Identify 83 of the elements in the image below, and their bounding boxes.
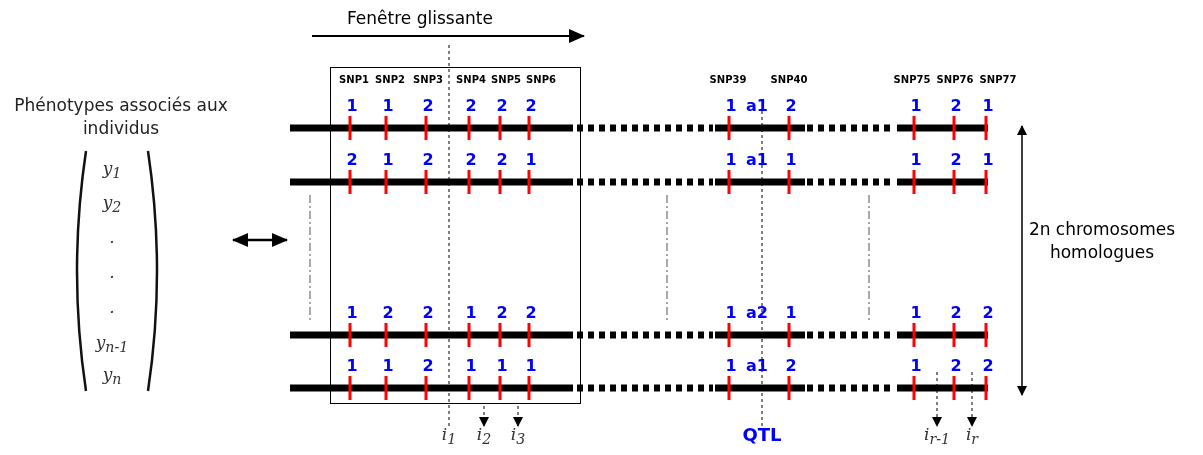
arrow: [932, 371, 942, 427]
allele-label: 1: [725, 303, 737, 322]
allele-label: 2: [382, 303, 394, 322]
allele-label: 1: [382, 356, 394, 375]
allele-label: 1: [496, 356, 508, 375]
allele-label: 1: [725, 150, 737, 169]
double-arrow: [232, 233, 288, 247]
allele-label: 1: [465, 303, 477, 322]
allele-label: 1: [910, 96, 922, 115]
vector-entry: y$_{n-1}$: [95, 332, 129, 356]
allele-label: 1: [910, 150, 922, 169]
allele-label: 1: [346, 303, 358, 322]
allele-label: 1: [725, 356, 737, 375]
allele-label: 2: [950, 150, 962, 169]
snp-label: SNP6: [526, 74, 556, 85]
snp-label: SNP4: [456, 74, 486, 85]
vector-entry: .: [109, 262, 115, 282]
index-label: i$_{r-1}$: [924, 424, 950, 448]
allele-label: 2: [950, 303, 962, 322]
span-label: 2n chromosomes homologues: [1027, 218, 1177, 264]
allele-label: 2: [785, 96, 797, 115]
arrow: [513, 405, 523, 427]
snp-label: SNP76: [936, 74, 974, 85]
qtl-allele-label: a2: [746, 303, 768, 322]
allele-label: 2: [465, 150, 477, 169]
allele-label: 1: [982, 96, 994, 115]
allele-label: 2: [982, 303, 994, 322]
allele-label: 1: [785, 150, 797, 169]
vector-entry: y$_{2}$: [102, 192, 122, 216]
index-label: i$_{3}$: [510, 424, 526, 448]
allele-label: 2: [982, 356, 994, 375]
allele-label: 2: [422, 356, 434, 375]
allele-label: 2: [422, 150, 434, 169]
allele-label: 2: [496, 150, 508, 169]
leader-line: [761, 110, 763, 427]
snp-label: SNP5: [491, 74, 521, 85]
snp-label: SNP1: [339, 74, 369, 85]
allele-label: 2: [785, 356, 797, 375]
vector-entry: y$_{n}$: [102, 364, 122, 388]
allele-label: 1: [382, 96, 394, 115]
leader-line: [448, 44, 450, 427]
allele-label: 2: [525, 303, 537, 322]
vector-entry: y$_{1}$: [102, 158, 122, 182]
allele-label: 2: [465, 96, 477, 115]
allele-label: 1: [346, 356, 358, 375]
allele-label: 2: [950, 96, 962, 115]
index-label: i$_{r}$: [965, 424, 979, 448]
vector-entry: .: [109, 227, 115, 247]
sliding-window-box: [330, 67, 581, 404]
snp-label: SNP3: [413, 74, 443, 85]
allele-label: 1: [525, 356, 537, 375]
index-label: i$_{1}$: [441, 424, 457, 448]
window-title: Fenêtre glissante: [347, 8, 493, 28]
arrow: [967, 371, 977, 427]
allele-label: 2: [346, 150, 358, 169]
snp-label: SNP77: [979, 74, 1017, 85]
index-label: i$_{2}$: [476, 424, 492, 448]
allele-label: 1: [525, 150, 537, 169]
arrow: [479, 405, 489, 427]
vector-heading: Phénotypes associés aux individus: [13, 94, 229, 140]
allele-label: 1: [725, 96, 737, 115]
vector-entry: .: [109, 297, 115, 317]
qtl-allele-label: a1: [746, 96, 768, 115]
allele-label: 1: [382, 150, 394, 169]
allele-label: 2: [422, 96, 434, 115]
allele-label: 1: [982, 150, 994, 169]
qtl-allele-label: a1: [746, 150, 768, 169]
snp-label: SNP75: [893, 74, 931, 85]
allele-label: 2: [496, 96, 508, 115]
allele-label: 2: [525, 96, 537, 115]
allele-label: 2: [496, 303, 508, 322]
allele-label: 1: [910, 356, 922, 375]
allele-label: 1: [910, 303, 922, 322]
allele-label: 1: [346, 96, 358, 115]
allele-label: 1: [785, 303, 797, 322]
allele-label: 2: [950, 356, 962, 375]
snp-label: SNP39: [709, 74, 747, 85]
snp-label: SNP40: [770, 74, 808, 85]
qtl-label: QTL: [742, 424, 782, 445]
allele-label: 2: [422, 303, 434, 322]
qtl-allele-label: a1: [746, 356, 768, 375]
snp-label: SNP2: [375, 74, 405, 85]
allele-label: 1: [465, 356, 477, 375]
